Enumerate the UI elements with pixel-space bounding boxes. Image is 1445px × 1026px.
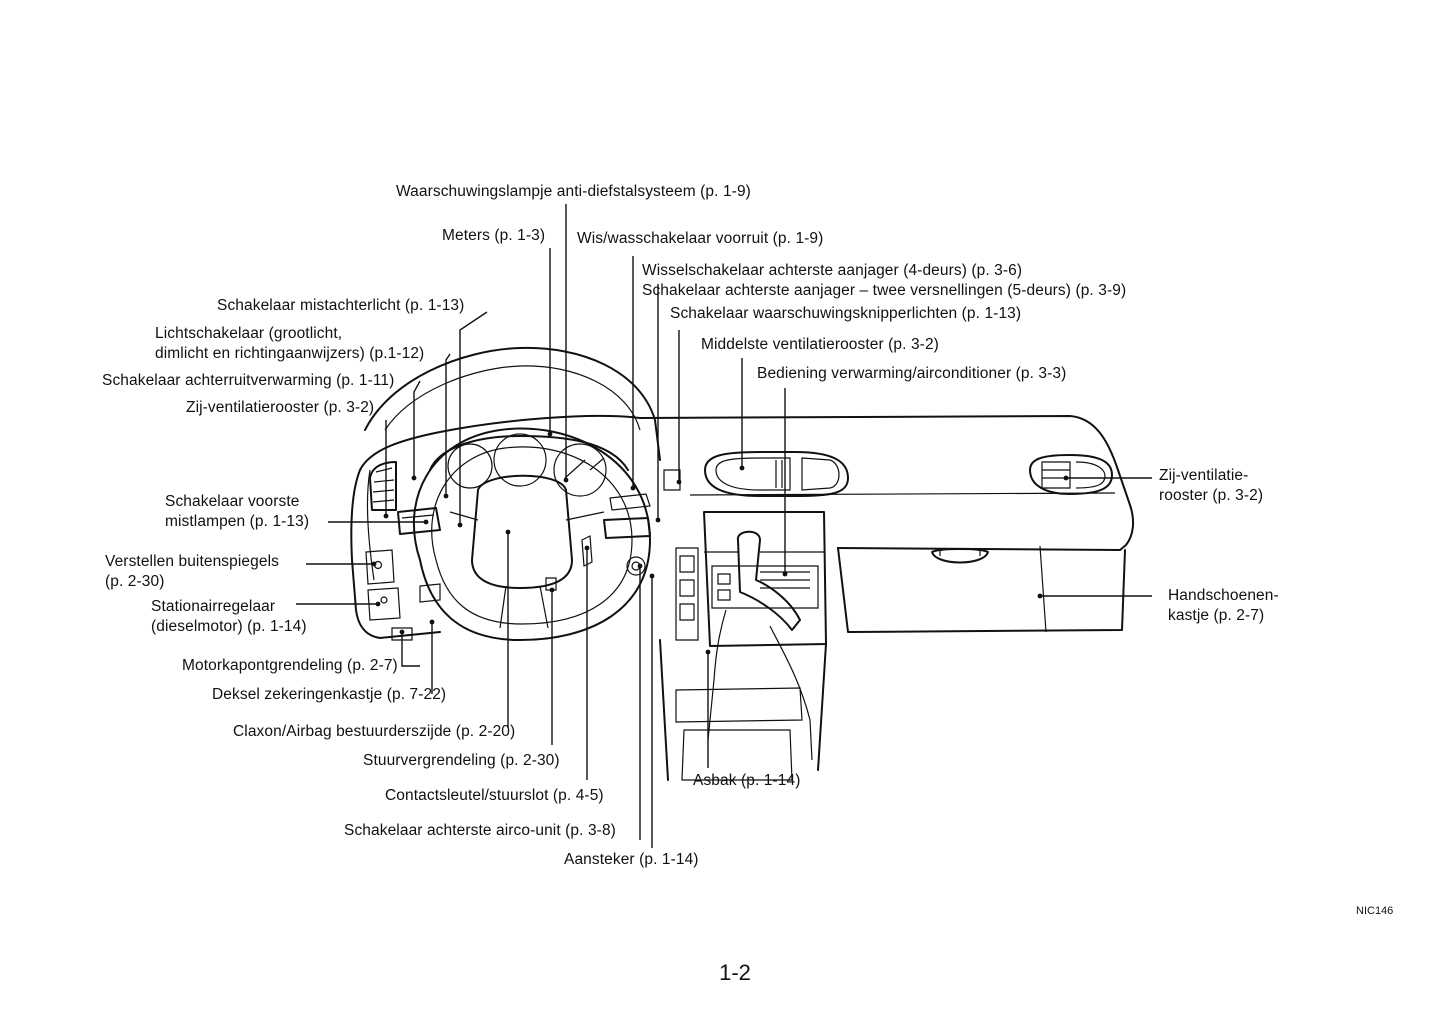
label-meters: Meters (p. 1-3): [442, 227, 546, 244]
label-wiper-switch: Wis/wasschakelaar voorruit (p. 1-9): [577, 230, 824, 247]
label-idle-control-line1: Stationairregelaar: [151, 598, 276, 615]
label-rear-fog-switch: Schakelaar mistachterlicht (p. 1-13): [217, 297, 465, 314]
label-front-fog-line1: Schakelaar voorste: [165, 493, 300, 510]
label-ashtray: Asbak (p. 1-14): [693, 772, 801, 789]
label-idle-control-line2: (dieselmotor) (p. 1-14): [151, 618, 307, 635]
label-heater-control: Bediening verwarming/airconditioner (p. …: [757, 365, 1067, 382]
label-rear-defogger: Schakelaar achterruitverwarming (p. 1-11…: [102, 372, 395, 389]
label-light-switch-line2: dimlicht en richtingaanwijzers) (p.1-12): [155, 345, 425, 362]
label-fuse-cover: Deksel zekeringenkastje (p. 7-22): [212, 686, 447, 703]
label-anti-theft-light: Waarschuwingslampje anti-diefstalsysteem…: [396, 183, 751, 200]
center-console: [659, 511, 827, 781]
label-lighter: Aansteker (p. 1-14): [564, 851, 699, 868]
label-steering-lock: Stuurvergrendeling (p. 2-30): [363, 752, 560, 769]
label-rear-aircon-switch: Schakelaar achterste airco-unit (p. 3-8): [344, 822, 616, 839]
right-side-vent: [1029, 454, 1113, 495]
label-mirrors-line1: Verstellen buitenspiegels: [105, 553, 279, 570]
page-number: 1-2: [719, 960, 751, 985]
label-front-fog-line2: mistlampen (p. 1-13): [165, 513, 310, 530]
steering-wheel: [364, 346, 681, 641]
label-glovebox-line1: Handschoenen-: [1168, 587, 1279, 604]
label-center-vent: Middelste ventilatierooster (p. 3-2): [701, 336, 939, 353]
label-rear-fan-5door: Schakelaar achterste aanjager – twee ver…: [642, 282, 1127, 299]
dashboard-outline: [350, 414, 1135, 781]
label-light-switch-line1: Lichtschakelaar (grootlicht,: [155, 325, 343, 342]
label-hood-release: Motorkapontgrendeling (p. 2-7): [182, 657, 398, 674]
label-glovebox-line2: kastje (p. 2-7): [1168, 607, 1265, 624]
center-vents: [704, 451, 849, 497]
label-mirrors-line2: (p. 2-30): [105, 573, 165, 590]
label-horn-airbag: Claxon/Airbag bestuurderszijde (p. 2-20): [233, 723, 516, 740]
leader-lines: [296, 204, 1152, 848]
label-rear-fan-4door: Wisselschakelaar achterste aanjager (4-d…: [642, 262, 1023, 279]
figure-code: NIC146: [1356, 905, 1394, 917]
label-side-vent-left: Zij-ventilatierooster (p. 3-2): [186, 399, 375, 416]
label-side-vent-right-line1: Zij-ventilatie-: [1159, 467, 1249, 484]
left-side-vent: [369, 461, 397, 511]
label-hazard-switch: Schakelaar waarschuwingsknipperlichten (…: [670, 305, 1022, 322]
label-side-vent-right-line2: rooster (p. 3-2): [1159, 487, 1264, 504]
label-ignition: Contactsleutel/stuurslot (p. 4-5): [385, 787, 604, 804]
